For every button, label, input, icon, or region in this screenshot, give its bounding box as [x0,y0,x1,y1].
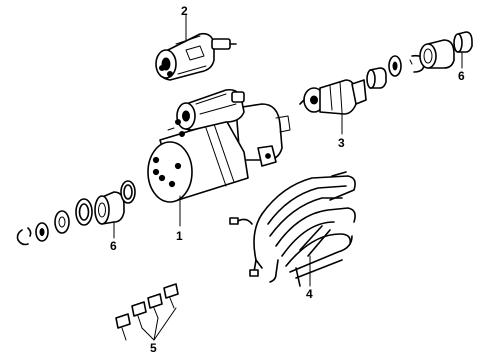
wiring-harness-part [229,171,356,287]
callout-1: 1 [176,229,183,243]
leader-lines [113,13,463,341]
callout-3: 3 [338,136,345,150]
solenoid-part [155,32,237,81]
callout-6-top: 6 [458,69,465,83]
callout-2: 2 [181,4,188,18]
callout-4: 4 [306,287,313,301]
drive-pinion-part [299,79,367,115]
brushes-part [115,283,179,341]
starter-motor-part [147,88,291,203]
left-washers-part [16,180,136,246]
callout-5: 5 [150,341,157,355]
callout-6-left: 6 [110,239,117,253]
drive-small-parts [366,54,425,89]
top-bushing-part [419,31,473,69]
